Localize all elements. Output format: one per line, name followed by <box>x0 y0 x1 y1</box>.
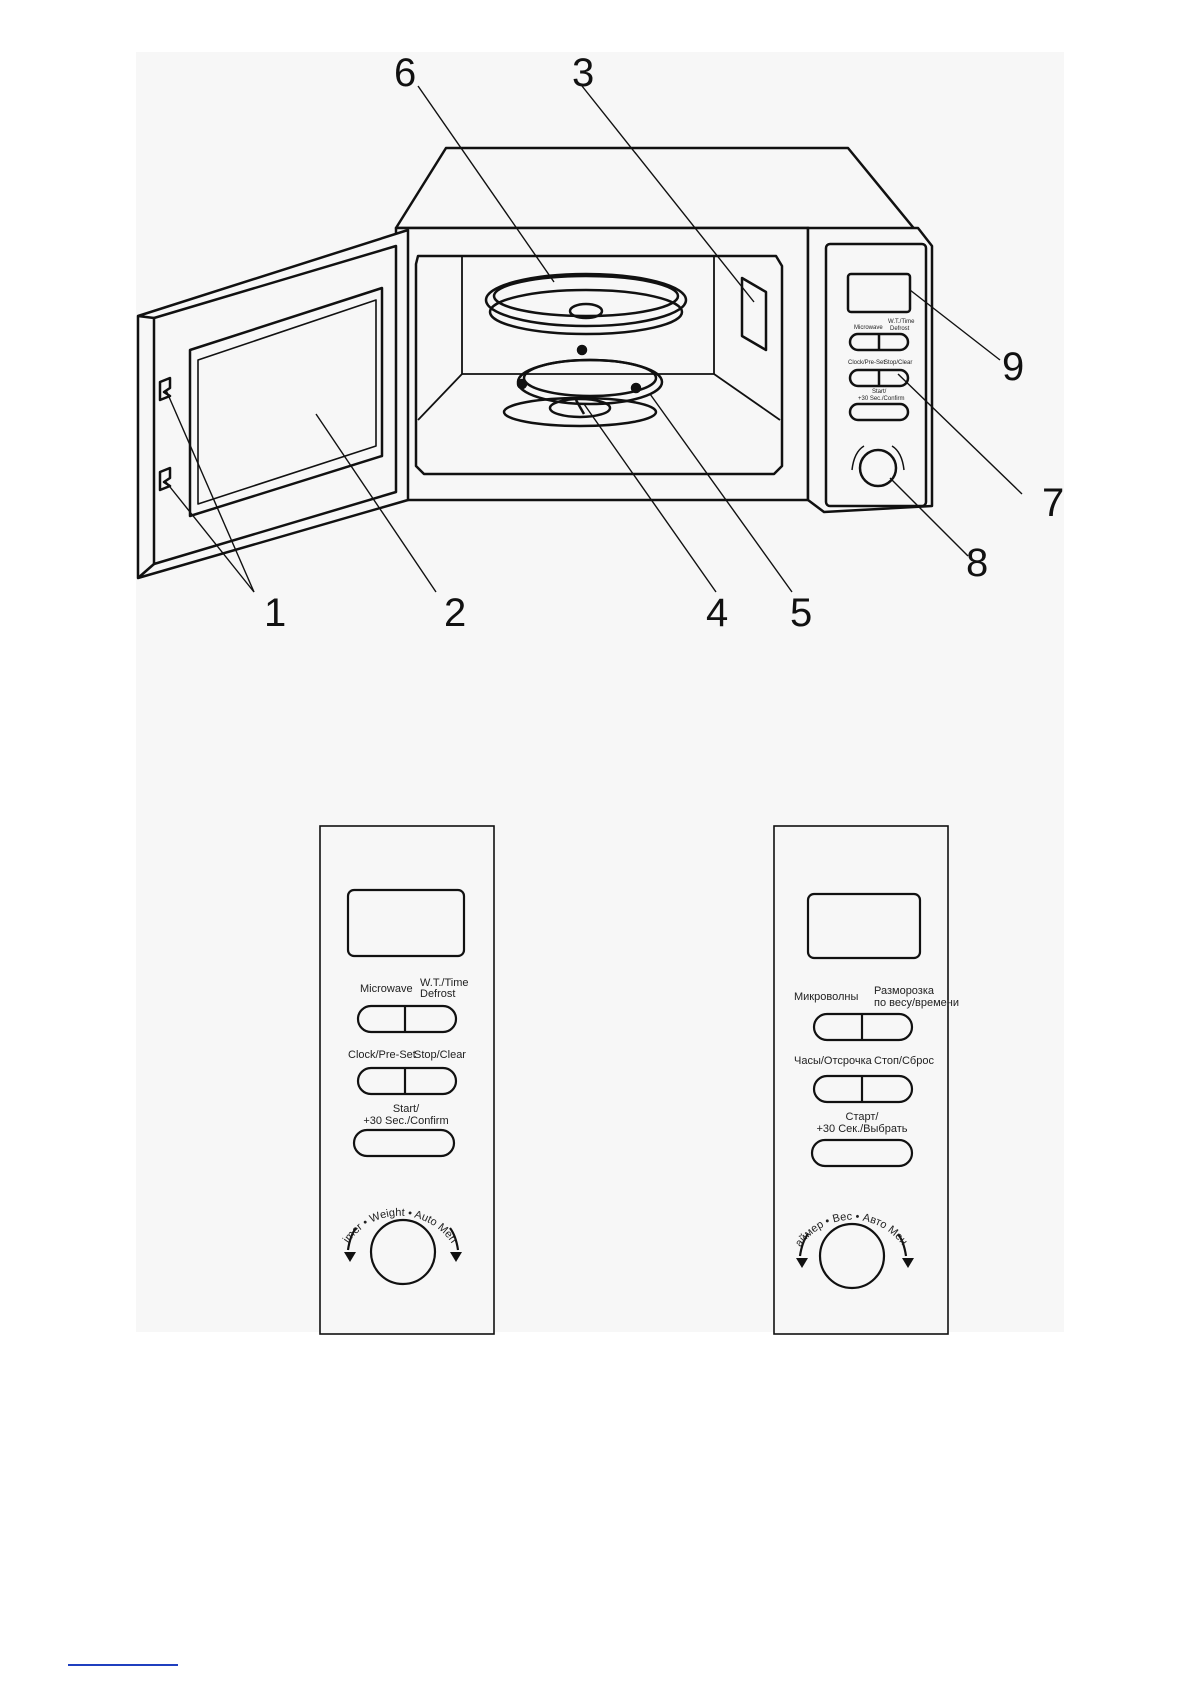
oven-dial <box>858 448 898 488</box>
callout-5: 5 <box>790 591 812 635</box>
panel-ru-start-label: Старт/ <box>846 1111 880 1123</box>
panel-ru-stop-label: Стоп/Сброс <box>874 1055 934 1067</box>
panel-en-30sec-label: +30 Sec./Confirm <box>363 1115 448 1127</box>
oven-label-defrost: Defrost <box>890 326 910 332</box>
footer-link-underline[interactable] <box>68 1664 178 1666</box>
panel-ru-start-button <box>810 1138 914 1168</box>
panel-en-wt-time-label: W.T./Time <box>420 977 468 989</box>
panel-ru-30sec-label: +30 Сек./Выбрать <box>816 1123 907 1135</box>
oven-display <box>846 272 912 314</box>
oven-label-wt-time: W.T./Time <box>888 319 915 325</box>
oven-cavity <box>414 254 784 476</box>
panel-en-defrost-label: Defrost <box>420 988 455 1000</box>
panel-en-start-button <box>352 1128 456 1158</box>
microwave-oven: Microwave W.T./Time Defrost Clock/Pre-Se… <box>394 146 934 514</box>
panel-en-display <box>346 888 466 958</box>
oven-door <box>136 228 410 580</box>
callout-8: 8 <box>966 541 988 585</box>
oven-front <box>394 226 810 502</box>
oven-label-microwave: Microwave <box>854 325 883 331</box>
callout-9: 9 <box>1002 345 1024 389</box>
panel-en-microwave-label: Microwave <box>360 983 413 995</box>
panel-en-stop-label: Stop/Clear <box>414 1049 466 1061</box>
waveguide-cover <box>740 276 768 352</box>
oven-button-start <box>848 402 910 422</box>
callout-2: 2 <box>444 591 466 635</box>
oven-label-start-30: +30 Sec./Confirm <box>858 396 905 402</box>
panel-ru-microwave-label: Микроволны <box>794 991 858 1003</box>
glass-tray <box>484 272 688 328</box>
panel-ru-defrost-label: Разморозка <box>874 985 935 997</box>
panel-ru-clock-label: Часы/Отсрочка <box>794 1055 873 1067</box>
door-window <box>188 286 384 518</box>
panel-ru-defrost-2-label: по весу/времени <box>874 997 959 1009</box>
panel-en-clock-label: Clock/Pre-Set <box>348 1049 416 1061</box>
panel-en-dial <box>369 1218 437 1286</box>
callout-4: 4 <box>706 591 728 635</box>
door-latch-lower <box>158 466 172 492</box>
oven-label-clock: Clock/Pre-Set <box>848 360 885 366</box>
oven-label-start: Start/ <box>872 389 887 395</box>
callout-3: 3 <box>572 51 594 95</box>
panel-en-start-label: Start/ <box>393 1103 420 1115</box>
panel-en-clock-button <box>356 1066 458 1096</box>
panel-ru-display <box>806 892 922 960</box>
callout-6: 6 <box>394 51 416 95</box>
panel-en-microwave-button <box>356 1004 458 1034</box>
callout-7: 7 <box>1042 481 1064 525</box>
panel-ru-dial <box>818 1222 886 1290</box>
callout-1: 1 <box>264 591 286 635</box>
oven-label-stop: Stop/Clear <box>884 360 912 366</box>
